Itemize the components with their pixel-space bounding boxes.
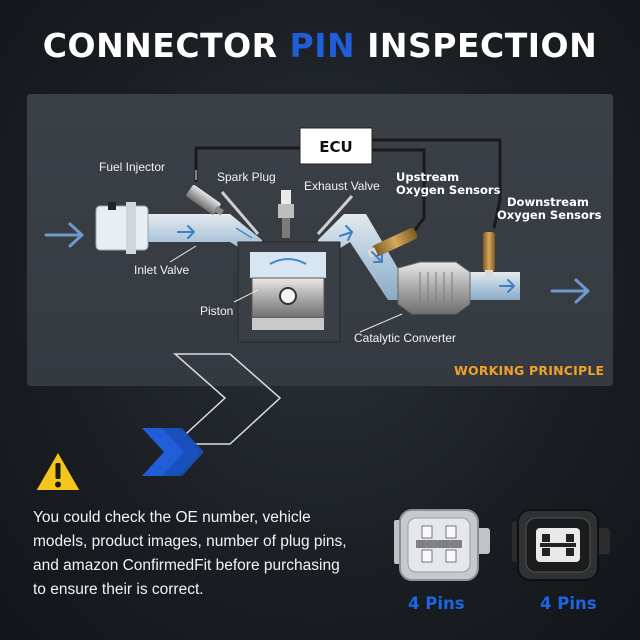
label-upstream-1: Upstream — [396, 170, 459, 184]
outline-chevron-icon — [173, 353, 282, 445]
engine-block — [237, 241, 341, 343]
warning-icon — [34, 450, 82, 492]
label-downstream-1: Downstream — [507, 195, 589, 209]
label-upstream-2: Oxygen Sensors — [396, 183, 501, 197]
flow-arrows — [44, 222, 590, 304]
label-downstream-2: Oxygen Sensors — [497, 208, 602, 222]
fuel-injector — [186, 185, 224, 216]
label-piston: Piston — [200, 304, 233, 318]
spark-plug — [278, 190, 294, 238]
connector-4pin-dark-icon — [512, 509, 610, 581]
label-inlet-valve: Inlet Valve — [134, 263, 189, 277]
label-spark-plug: Spark Plug — [217, 170, 276, 184]
page-title: CONNECTOR PIN INSPECTION — [0, 26, 640, 65]
catalytic-converter — [397, 261, 471, 315]
ecu-label: ECU — [319, 138, 352, 156]
title-part-2: INSPECTION — [355, 26, 598, 65]
leader-lines — [169, 170, 403, 333]
valves — [220, 191, 354, 236]
connector-1-pins-label: 4 Pins — [408, 594, 465, 613]
label-catalytic-converter: Catalytic Converter — [354, 331, 456, 345]
downstream-o2-sensor — [483, 232, 495, 280]
connector-4pin-light-icon — [394, 509, 490, 581]
ecu-box: ECU — [299, 127, 373, 165]
purchase-notice-text: You could check the OE number, vehicle m… — [33, 509, 347, 598]
title-accent: PIN — [289, 26, 356, 65]
title-part-1: CONNECTOR — [42, 26, 290, 65]
working-principle-caption: WORKING PRINCIPLE — [454, 363, 605, 378]
label-exhaust-valve: Exhaust Valve — [304, 179, 380, 193]
air-intake-body — [95, 202, 149, 254]
label-fuel-injector: Fuel Injector — [99, 160, 165, 174]
connector-2-pins-label: 4 Pins — [540, 594, 597, 613]
